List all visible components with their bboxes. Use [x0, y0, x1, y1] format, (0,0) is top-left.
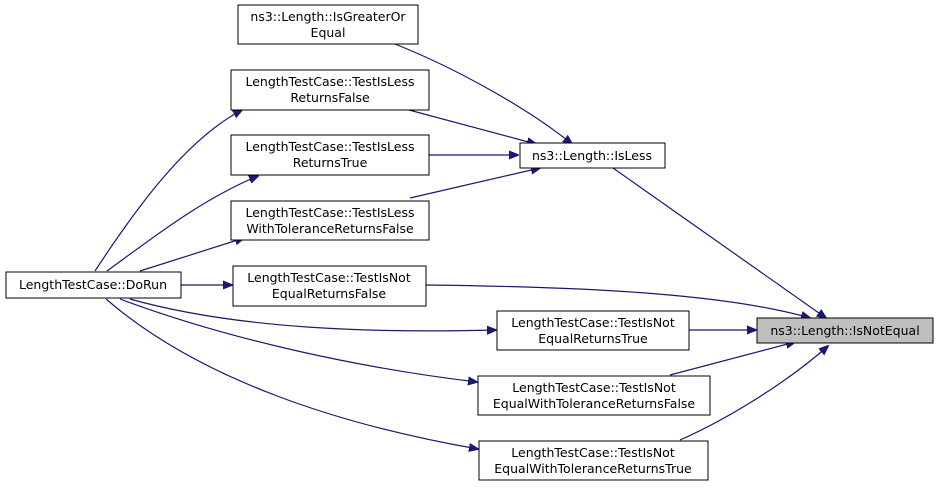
node-label: WithToleranceReturnsFalse: [246, 221, 414, 236]
node-label: LengthTestCase::TestIsLess: [245, 74, 414, 89]
node-label: LengthTestCase::TestIsNot: [247, 270, 411, 285]
node-test-is-less-returns-false[interactable]: LengthTestCase::TestIsLess ReturnsFalse: [230, 69, 430, 111]
node-label: EqualReturnsTrue: [538, 331, 648, 346]
node-test-is-not-equal-returns-false[interactable]: LengthTestCase::TestIsNot EqualReturnsFa…: [232, 265, 427, 307]
node-test-is-not-equal-with-tolerance-returns-true[interactable]: LengthTestCase::TestIsNot EqualWithToler…: [478, 440, 709, 481]
edge-testisnotequalwithtolerancereturnsfalse-to-isnotequal: [669, 342, 795, 376]
edge-isgreaterorequal-to-isless: [394, 43, 572, 144]
node-do-run[interactable]: LengthTestCase::DoRun: [5, 271, 182, 299]
node-test-is-not-equal-with-tolerance-returns-false[interactable]: LengthTestCase::TestIsNot EqualWithToler…: [477, 375, 711, 416]
edge-dorun-to-testisnotequalwithtolerancereturnstrue: [105, 298, 478, 449]
node-is-greater-or-equal[interactable]: ns3::Length::IsGreaterOr Equal: [237, 4, 419, 45]
node-label: LengthTestCase::TestIsNot: [511, 445, 675, 460]
edge-testislessreturnsfalse-to-isless: [408, 109, 536, 144]
edge-dorun-to-testislessreturnstrue: [106, 176, 258, 272]
node-label: EqualWithToleranceReturnsTrue: [494, 461, 692, 476]
node-label: ReturnsTrue: [293, 155, 368, 170]
node-label: ns3::Length::IsNotEqual: [770, 323, 919, 338]
node-label: EqualWithToleranceReturnsFalse: [493, 396, 696, 411]
edge-dorun-to-testislesswithtolerancereturnsfalse: [139, 238, 244, 272]
node-label: LengthTestCase::TestIsNot: [511, 315, 675, 330]
node-test-is-not-equal-returns-true[interactable]: LengthTestCase::TestIsNot EqualReturnsTr…: [496, 310, 690, 351]
node-label: LengthTestCase::TestIsLess: [245, 205, 414, 220]
node-label: LengthTestCase::TestIsLess: [245, 139, 414, 154]
edge-isless-to-isnotequal: [612, 167, 826, 318]
node-label: ReturnsFalse: [290, 90, 370, 105]
node-label: Equal: [311, 25, 346, 40]
node-label: LengthTestCase::DoRun: [19, 277, 167, 292]
edge-dorun-to-testisnotequalwithtolerancereturnsfalse: [119, 298, 477, 382]
node-label: EqualReturnsFalse: [272, 286, 387, 301]
node-label: ns3::Length::IsGreaterOr: [250, 9, 406, 24]
node-test-is-less-with-tolerance-returns-false[interactable]: LengthTestCase::TestIsLess WithTolerance…: [230, 200, 430, 241]
node-is-not-equal[interactable]: ns3::Length::IsNotEqual: [756, 317, 934, 344]
node-label: LengthTestCase::TestIsNot: [512, 380, 676, 395]
edge-dorun-to-testisnotequalreturnstrue: [129, 298, 496, 331]
node-label: ns3::Length::IsLess: [532, 148, 652, 163]
edge-testisnotequalwithtolerancereturnstrue-to-isnotequal: [679, 346, 828, 441]
edge-testislesswithtolerancereturnsfalse-to-isless: [409, 168, 540, 199]
edge-dorun-to-testislessreturnsfalse: [94, 110, 242, 272]
node-test-is-less-returns-true[interactable]: LengthTestCase::TestIsLess ReturnsTrue: [230, 134, 430, 176]
edge-testisnotequalreturnsfalse-to-isnotequal: [425, 284, 810, 318]
node-is-less[interactable]: ns3::Length::IsLess: [519, 142, 666, 169]
